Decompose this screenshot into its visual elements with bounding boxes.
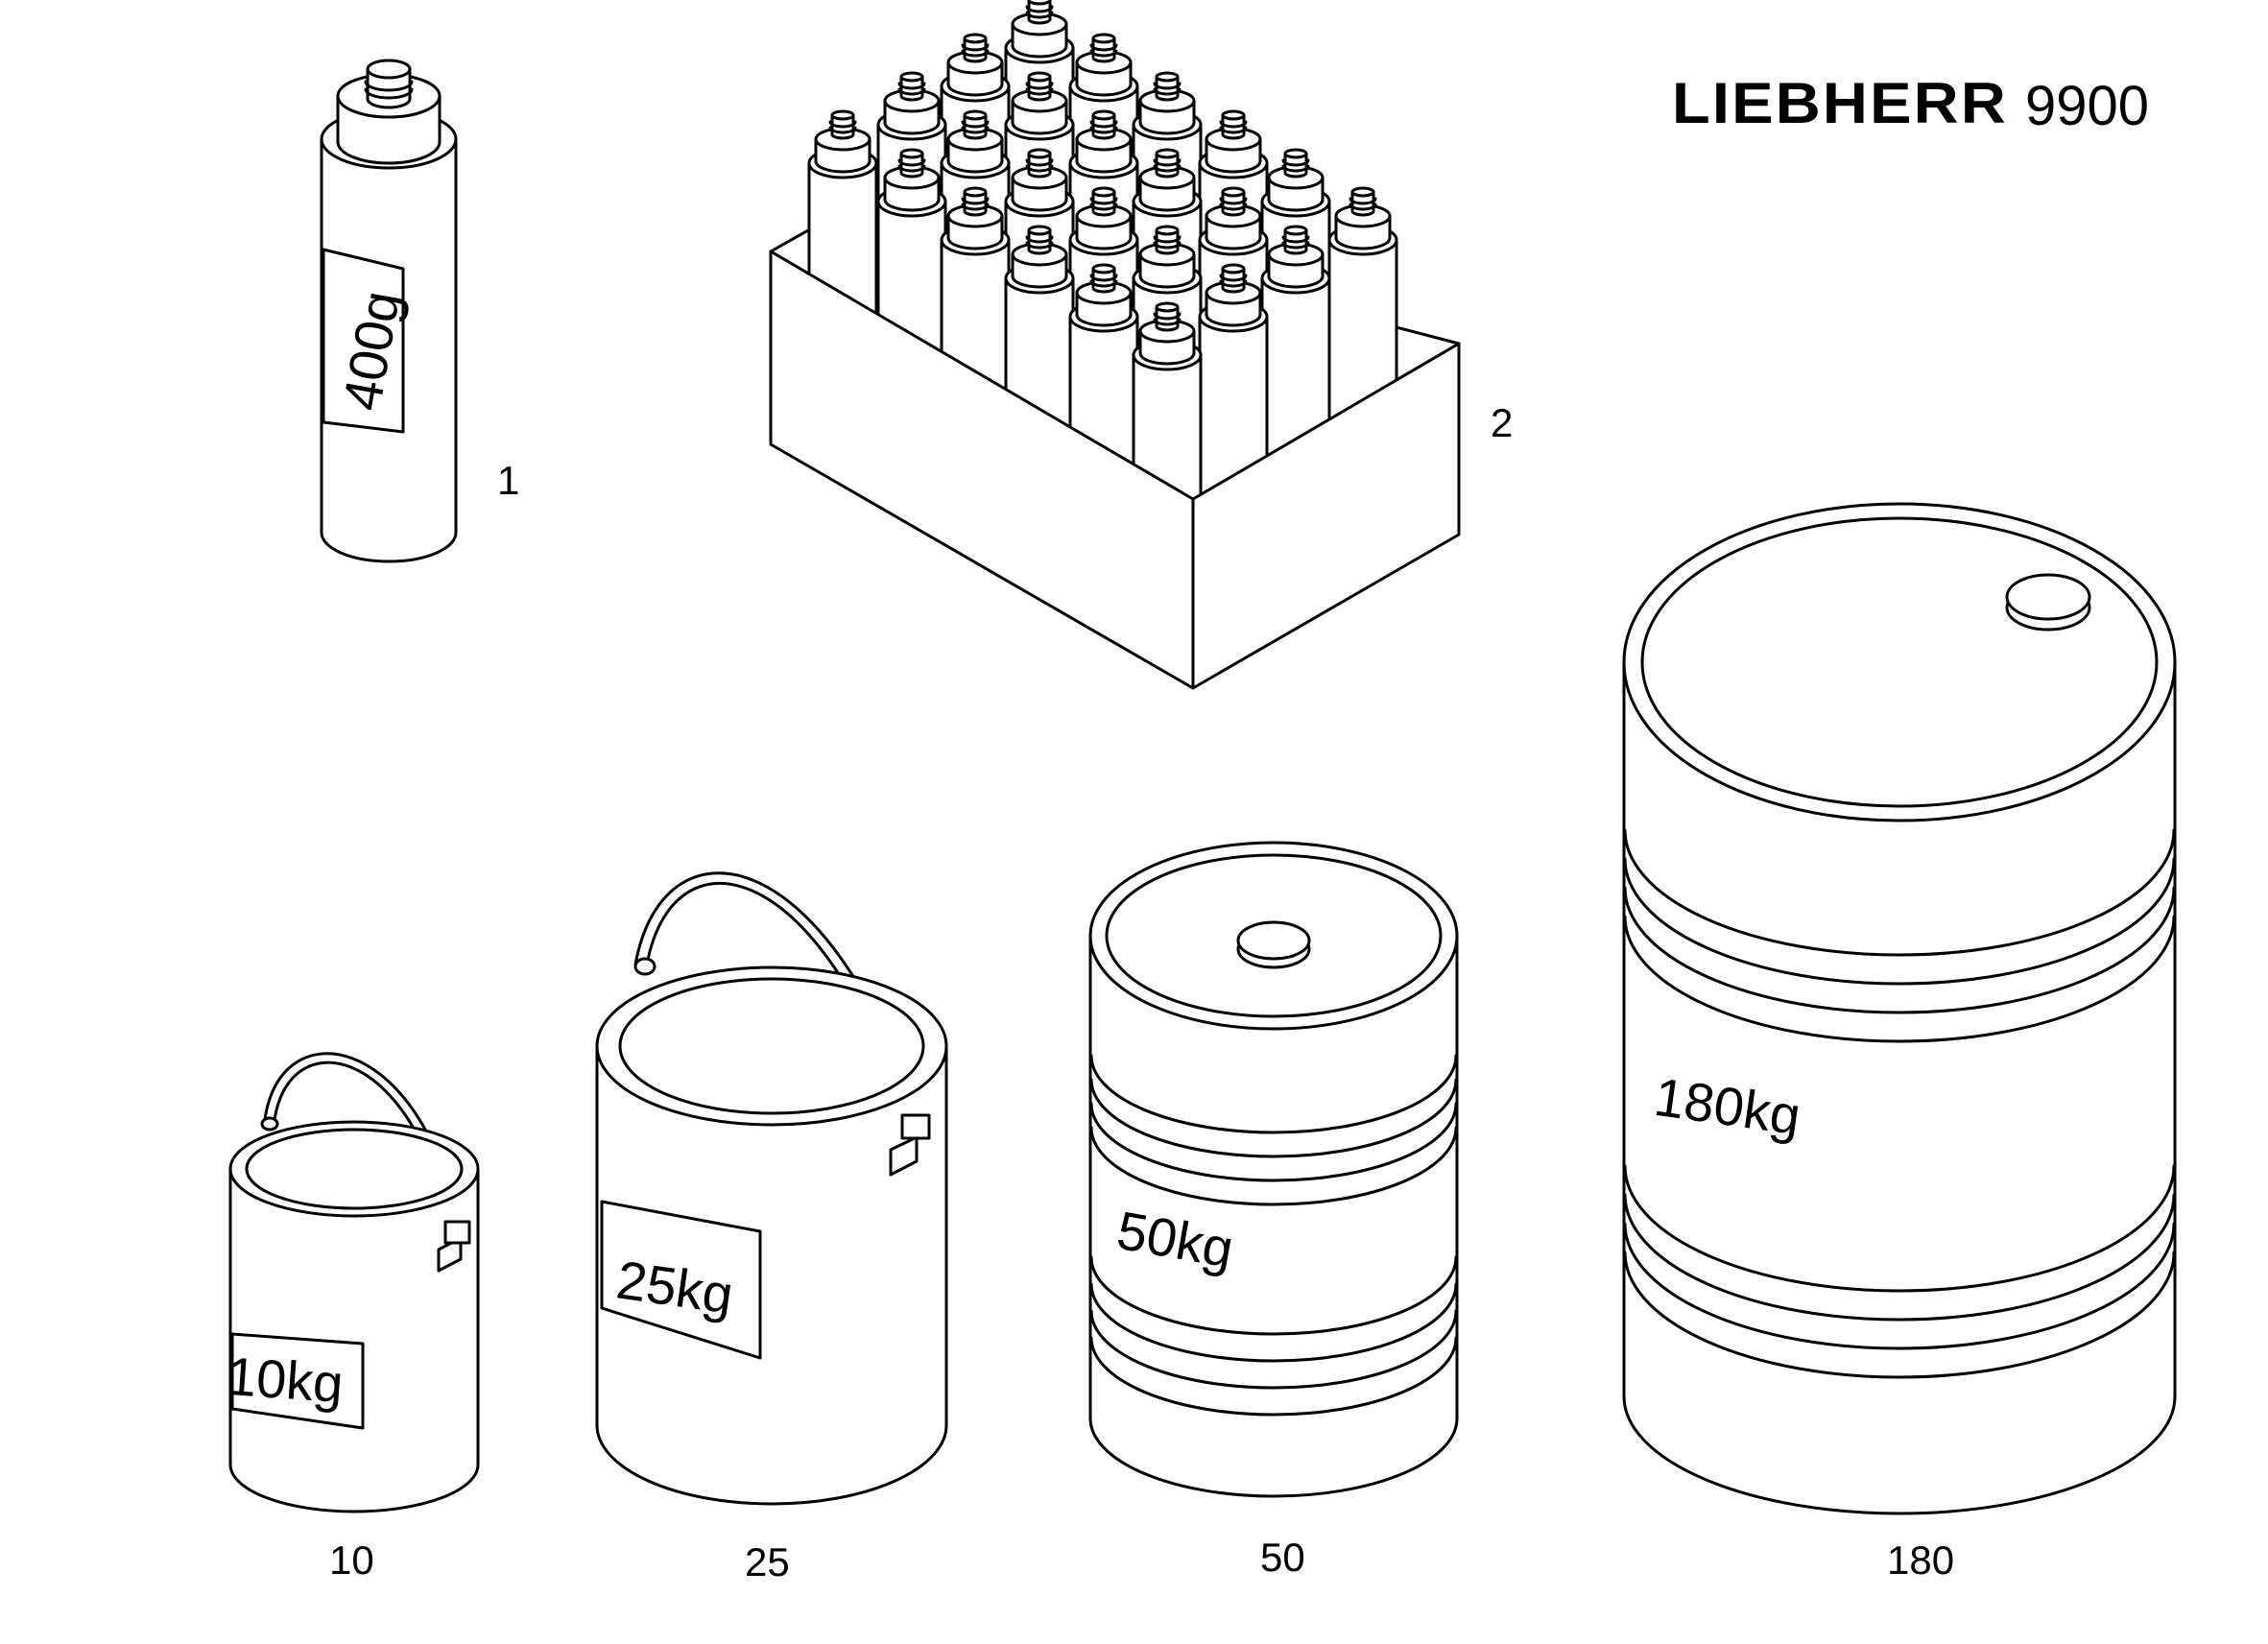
callout-180: 180 bbox=[1887, 1537, 1954, 1583]
model-number: 9900 bbox=[2025, 75, 2149, 137]
callout-2: 2 bbox=[1491, 400, 1513, 445]
callout-10: 10 bbox=[329, 1537, 374, 1583]
cartridge-box bbox=[769, 0, 1461, 690]
brand-name: LIEBHERR bbox=[1672, 71, 2008, 135]
brand-header: LIEBHERR 9900 bbox=[1672, 71, 2149, 137]
drum-180kg: 180kg bbox=[1622, 502, 2177, 1515]
callout-1: 1 bbox=[497, 458, 519, 503]
bucket-25kg: 25kg bbox=[595, 871, 948, 1506]
callout-25: 25 bbox=[745, 1539, 790, 1584]
bucket-10kg: 10kg bbox=[225, 1052, 480, 1513]
cartridge-400g: 400g bbox=[320, 59, 458, 563]
bucket-10kg-label: 10kg bbox=[225, 1346, 346, 1414]
drum-50kg: 50kg bbox=[1088, 841, 1459, 1498]
callout-50: 50 bbox=[1260, 1535, 1305, 1580]
